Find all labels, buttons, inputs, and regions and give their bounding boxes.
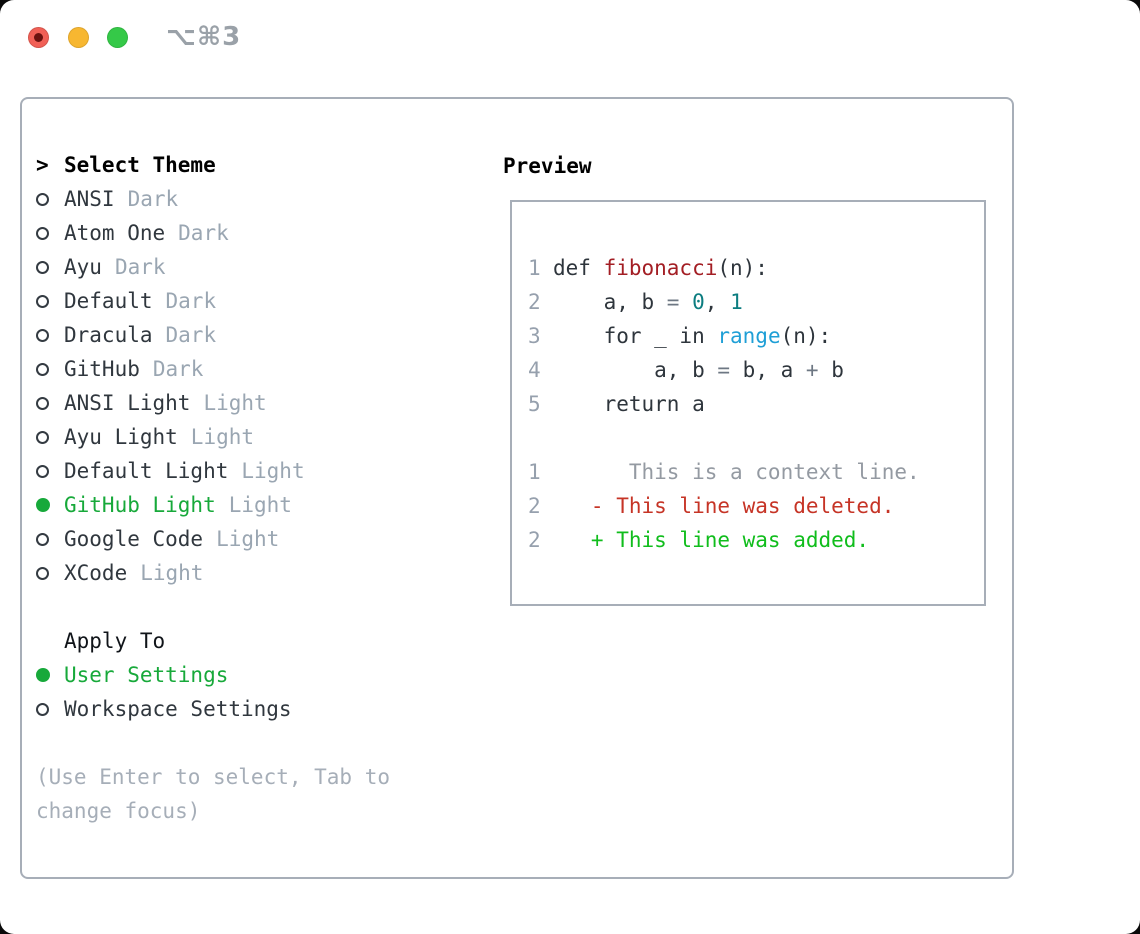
line-number: 5 bbox=[528, 392, 541, 416]
option-variant: Light bbox=[140, 561, 204, 585]
code-line: 3 for _ in range(n): bbox=[528, 324, 832, 348]
code-line: 2 a, b = 0, 1 bbox=[528, 290, 743, 314]
line-number: 1 bbox=[528, 256, 541, 280]
option-label: GitHub bbox=[64, 357, 140, 381]
option-variant: Dark bbox=[152, 357, 204, 381]
option-variant: Dark bbox=[178, 221, 229, 245]
radio-icon bbox=[36, 668, 50, 682]
hint-text: (Use Enter to select, Tab to change focus… bbox=[36, 760, 390, 828]
theme-option[interactable]: Ayu Dark bbox=[36, 250, 305, 284]
hint-line: (Use Enter to select, Tab to bbox=[36, 765, 391, 789]
option-label: Default Light bbox=[64, 459, 229, 483]
option-label: Ayu bbox=[64, 255, 102, 279]
radio-icon bbox=[36, 226, 49, 240]
theme-option[interactable]: Default Light Light bbox=[36, 454, 305, 488]
theme-option[interactable]: Google Code Light bbox=[36, 522, 305, 556]
radio-icon bbox=[36, 702, 49, 716]
theme-option[interactable]: XCode Light bbox=[36, 556, 305, 590]
option-variant: Dark bbox=[165, 289, 217, 313]
option-label: Google Code bbox=[64, 527, 204, 551]
code-line bbox=[528, 421, 920, 455]
theme-option[interactable]: Atom One Dark bbox=[36, 216, 305, 250]
radio-icon bbox=[36, 396, 49, 410]
theme-option[interactable]: Dracula Dark bbox=[36, 318, 305, 352]
line-number: 2 bbox=[528, 528, 541, 552]
apply-to-title: Apply To bbox=[64, 629, 166, 653]
option-label: Ayu Light bbox=[64, 425, 178, 449]
option-label: ANSI Light bbox=[64, 391, 191, 415]
option-label: GitHub Light bbox=[64, 493, 216, 517]
window-title: ⌥⌘3 bbox=[166, 22, 242, 52]
code-line: 1 def fibonacci(n): bbox=[528, 256, 768, 280]
code-line: 1 This is a context line. bbox=[528, 460, 920, 484]
line-number: 2 bbox=[528, 290, 541, 314]
preview-title: Preview bbox=[503, 154, 592, 178]
radio-icon bbox=[36, 430, 49, 444]
radio-icon bbox=[36, 362, 49, 376]
radio-icon bbox=[36, 328, 49, 342]
option-variant: Light bbox=[190, 425, 255, 449]
cursor-icon: > bbox=[36, 153, 49, 177]
radio-icon bbox=[36, 566, 49, 580]
option-label: Atom One bbox=[64, 221, 166, 245]
theme-option[interactable]: ANSI Dark bbox=[36, 182, 305, 216]
code-line: 4 a, b = b, a + b bbox=[528, 358, 844, 382]
code-line: 5 return a bbox=[528, 392, 705, 416]
theme-option[interactable]: GitHub Dark bbox=[36, 352, 305, 386]
hint-line: change focus) bbox=[36, 799, 201, 823]
option-label: Default bbox=[64, 289, 153, 313]
code-line: 2 - This line was deleted. bbox=[528, 494, 895, 518]
theme-option[interactable]: Default Dark bbox=[36, 284, 305, 318]
radio-icon bbox=[36, 260, 49, 274]
select-theme-title: Select Theme bbox=[64, 153, 216, 177]
option-label: User Settings bbox=[64, 663, 229, 687]
theme-option[interactable]: User Settings bbox=[36, 658, 292, 692]
line-number: 1 bbox=[528, 460, 541, 484]
option-variant: Dark bbox=[127, 187, 179, 211]
option-label: Workspace Settings bbox=[64, 697, 292, 721]
theme-option[interactable]: Workspace Settings bbox=[36, 692, 292, 726]
line-number: 4 bbox=[528, 358, 541, 382]
option-variant: Dark bbox=[165, 323, 217, 347]
close-button[interactable] bbox=[28, 27, 49, 48]
theme-option[interactable]: Ayu Light Light bbox=[36, 420, 305, 454]
option-label: XCode bbox=[64, 561, 128, 585]
option-variant: Light bbox=[228, 493, 292, 517]
radio-icon bbox=[36, 294, 49, 308]
radio-icon bbox=[36, 498, 50, 512]
option-label: Dracula bbox=[64, 323, 153, 347]
radio-icon bbox=[36, 532, 49, 546]
preview-box: 1 def fibonacci(n): 2 a, b = 0, 1 3 for … bbox=[510, 200, 986, 606]
code-line: 2 + This line was added. bbox=[528, 528, 870, 552]
option-variant: Light bbox=[241, 459, 305, 483]
option-variant: Dark bbox=[114, 255, 166, 279]
line-number: 2 bbox=[528, 494, 541, 518]
select-theme-header: > Select Theme bbox=[36, 148, 305, 182]
line-number: 3 bbox=[528, 324, 541, 348]
apply-to-header: Apply To bbox=[36, 624, 292, 658]
minimize-button[interactable] bbox=[68, 27, 89, 48]
radio-icon bbox=[36, 464, 49, 478]
theme-list: > Select Theme ANSI Dark Atom One Dark A… bbox=[36, 148, 305, 590]
option-variant: Light bbox=[216, 527, 280, 551]
option-label: ANSI bbox=[64, 187, 115, 211]
radio-icon bbox=[36, 192, 49, 206]
titlebar: ⌥⌘3 bbox=[0, 0, 1140, 76]
zoom-button[interactable] bbox=[107, 27, 128, 48]
theme-option[interactable]: GitHub Light Light bbox=[36, 488, 305, 522]
theme-option[interactable]: ANSI Light Light bbox=[36, 386, 305, 420]
code-preview: 1 def fibonacci(n): 2 a, b = 0, 1 3 for … bbox=[528, 251, 920, 557]
option-variant: Light bbox=[203, 391, 267, 415]
apply-to-section: Apply To User Settings Workspace Setting… bbox=[36, 624, 292, 726]
